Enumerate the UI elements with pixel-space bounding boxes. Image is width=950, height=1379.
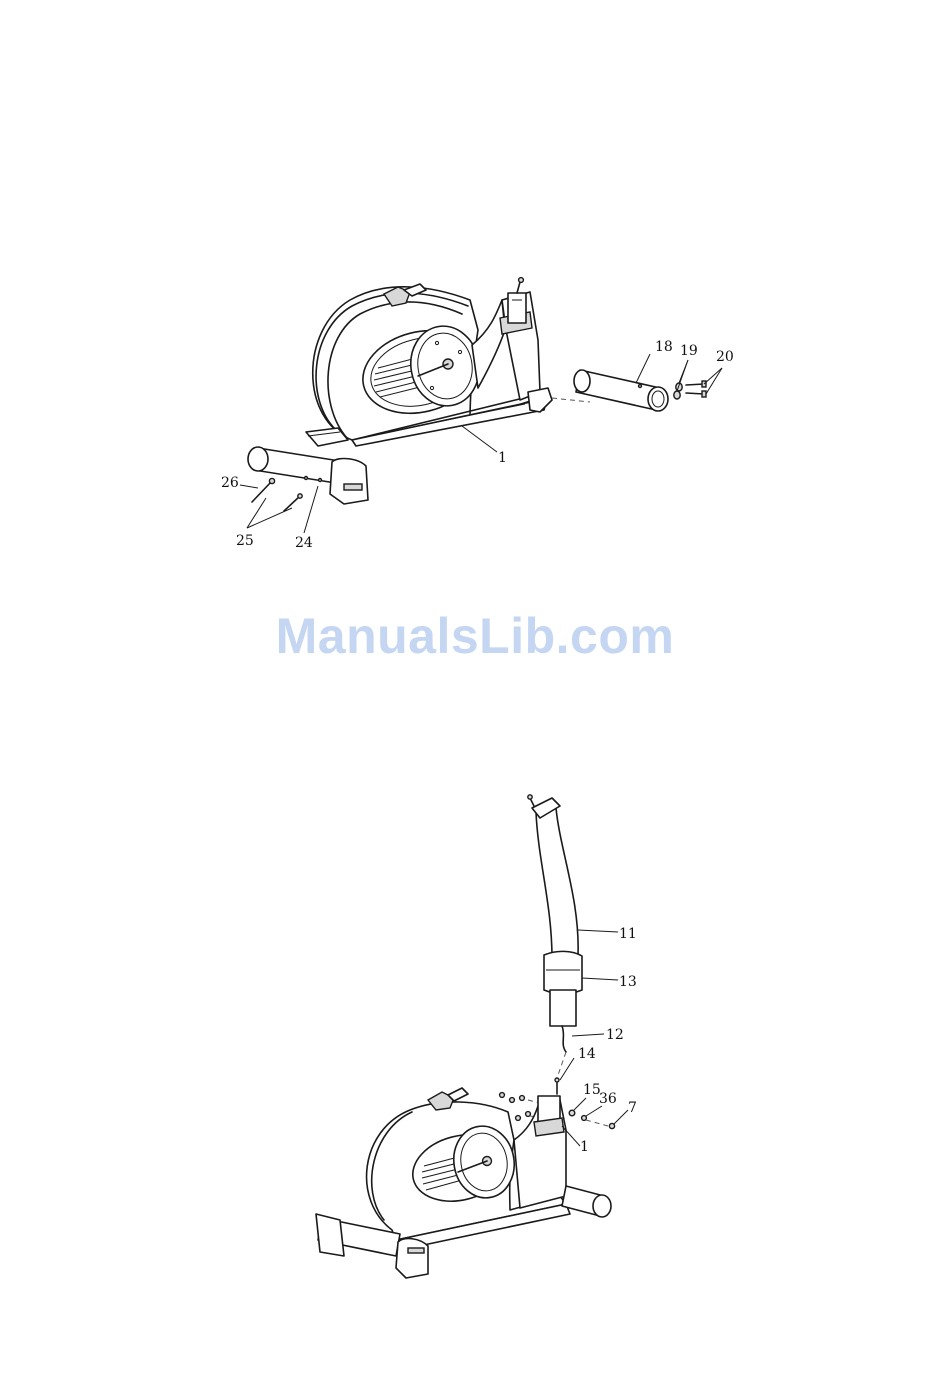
callout-7: 7: [628, 1101, 637, 1115]
callout-13: 13: [619, 975, 637, 989]
callout-12: 12: [606, 1028, 624, 1042]
callout-14: 14: [578, 1047, 596, 1061]
callout-1-lower: 1: [580, 1140, 589, 1154]
callout-11: 11: [619, 927, 637, 941]
callout-36: 36: [599, 1092, 617, 1106]
